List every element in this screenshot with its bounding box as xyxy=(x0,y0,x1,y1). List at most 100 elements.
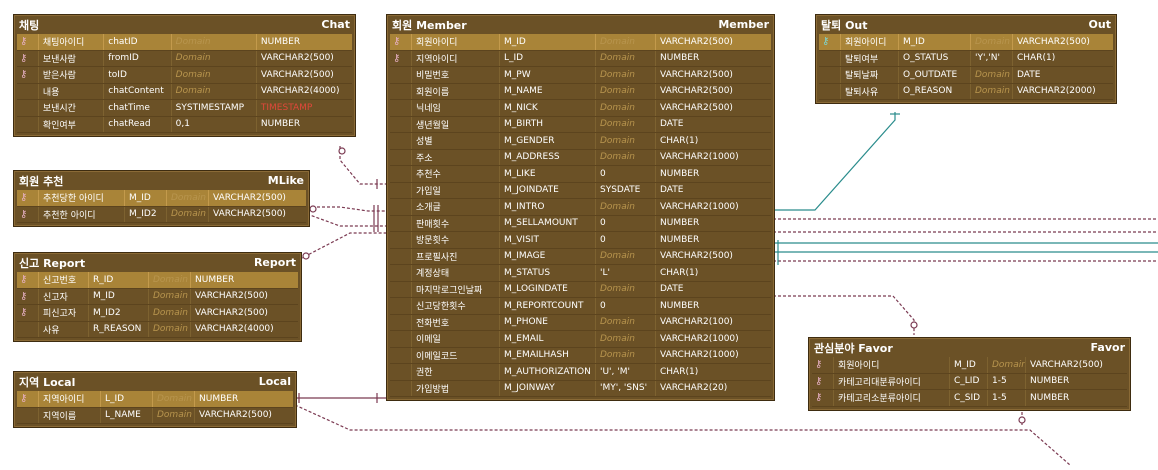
column-row[interactable]: ⚷ 회원아이디 M_ID Domain VARCHAR2(500) xyxy=(812,357,1127,374)
column-type: VARCHAR2(500) xyxy=(213,192,286,203)
entity-logical-name: 관심분야 Favor xyxy=(814,341,893,355)
column-type: VARCHAR2(500) xyxy=(1030,359,1103,370)
column-row[interactable]: 사유 R_REASON Domain VARCHAR2(4000) xyxy=(17,321,298,338)
column-type: VARCHAR2(100) xyxy=(660,317,733,328)
column-type: DATE xyxy=(1017,69,1041,80)
column-logical: 탈퇴여부 xyxy=(841,50,899,66)
column-row[interactable]: ⚷ 카테고리소분류아이디 C_SID 1-5 NUMBER xyxy=(812,390,1127,407)
column-type: VARCHAR2(500) xyxy=(660,36,733,47)
column-row[interactable]: ⚷ 신고자 M_ID Domain VARCHAR2(500) xyxy=(17,288,298,305)
key-icon: ⚷ xyxy=(812,357,834,373)
column-physical: C_LID xyxy=(950,373,988,389)
column-row[interactable]: ⚷ 피신고자 M_ID2 Domain VARCHAR2(500) xyxy=(17,305,298,322)
column-row[interactable]: 탈퇴사유 O_REASON Domain VARCHAR2(2000) xyxy=(819,83,1113,100)
key-icon: ⚷ xyxy=(17,190,39,206)
column-row[interactable]: ⚷ 추천한 아이디 M_ID2 Domain VARCHAR2(500) xyxy=(17,206,306,223)
entity-out[interactable]: 탈퇴 Out Out ⚷ 회원아이디 M_ID Domain VARCHAR2(… xyxy=(815,14,1117,104)
column-logical: 권한 xyxy=(412,364,500,380)
column-row[interactable]: ⚷ 카테고리대분류아이디 C_LID 1-5 NUMBER xyxy=(812,373,1127,390)
column-logical: 탈퇴날짜 xyxy=(841,67,899,83)
column-physical: M_AUTHORIZATION xyxy=(500,364,596,380)
column-row[interactable]: ⚷ 회원아이디 M_ID Domain VARCHAR2(500) xyxy=(819,34,1113,51)
column-physical: O_REASON xyxy=(899,83,971,99)
column-row[interactable]: 확인여부 chatRead 0,1 NUMBER xyxy=(17,116,352,133)
column-row[interactable]: ⚷ 지역아이디 L_ID Domain NUMBER xyxy=(17,391,293,408)
column-domain: Domain xyxy=(153,391,195,407)
column-row[interactable]: 탈퇴여부 O_STATUS 'Y','N' CHAR(1) xyxy=(819,50,1113,67)
entity-local[interactable]: 지역 Local Local ⚷ 지역아이디 L_ID Domain NUMBE… xyxy=(13,371,297,428)
column-logical: 채팅아이디 xyxy=(39,34,105,50)
column-type: NUMBER xyxy=(660,168,700,179)
column-physical: M_JOINWAY xyxy=(500,380,596,396)
key-icon: ⚷ xyxy=(812,373,834,389)
column-row[interactable]: 지역이름 L_NAME Domain VARCHAR2(500) xyxy=(17,407,293,424)
column-physical: M_GENDER xyxy=(500,133,596,149)
column-row[interactable]: ⚷ 신고번호 R_ID Domain NUMBER xyxy=(17,272,298,289)
column-row[interactable]: ⚷ 받은사람 toID Domain VARCHAR2(500) xyxy=(17,67,352,84)
column-domain: Domain xyxy=(596,100,656,116)
entity-logical-name: 회원 추천 xyxy=(19,174,64,188)
rel-mlike-member-1 xyxy=(307,206,386,212)
column-row[interactable]: 탈퇴날짜 O_OUTDATE Domain DATE xyxy=(819,67,1113,84)
entity-mlike[interactable]: 회원 추천 MLike ⚷ 추천당한 아이디 M_ID Domain VARCH… xyxy=(13,170,310,227)
column-physical: M_ID xyxy=(125,190,167,206)
column-logical: 지역아이디 xyxy=(39,391,101,407)
column-row[interactable]: ⚷ 채팅아이디 chatID Domain NUMBER xyxy=(17,34,352,51)
column-logical: 생년월일 xyxy=(412,116,500,132)
column-physical: R_ID xyxy=(89,272,149,288)
entity-chat[interactable]: 채팅 Chat ⚷ 채팅아이디 chatID Domain NUMBER ⚷ 보… xyxy=(13,14,356,137)
column-domain: Domain xyxy=(596,67,656,83)
entity-report[interactable]: 신고 Report Report ⚷ 신고번호 R_ID Domain NUMB… xyxy=(13,252,302,342)
rel-report-member xyxy=(299,232,386,260)
column-physical: M_LIKE xyxy=(500,166,596,182)
column-physical: M_EMAIL xyxy=(500,331,596,347)
column-logical: 신고번호 xyxy=(39,272,89,288)
entity-favor[interactable]: 관심분야 Favor Favor ⚷ 회원아이디 M_ID Domain VAR… xyxy=(808,337,1131,411)
column-physical: M_PW xyxy=(500,67,596,83)
column-row[interactable]: 보낸시간 chatTime SYSTIMESTAMP TIMESTAMP xyxy=(17,100,352,117)
column-physical: M_ID xyxy=(89,288,149,304)
column-type: VARCHAR2(500) xyxy=(660,102,733,113)
column-domain: Domain xyxy=(167,206,209,222)
column-type: NUMBER xyxy=(199,393,239,404)
column-logical: 보낸시간 xyxy=(39,100,105,116)
column-domain: Domain xyxy=(172,83,257,99)
column-type: NUMBER xyxy=(660,218,700,229)
column-default: 'Y','N' xyxy=(971,50,1013,66)
column-type: VARCHAR2(20) xyxy=(660,383,728,394)
column-physical: M_NAME xyxy=(500,83,596,99)
column-row[interactable]: ⚷ 추천당한 아이디 M_ID Domain VARCHAR2(500) xyxy=(17,190,306,207)
column-row[interactable]: 내용 chatContent Domain VARCHAR2(4000) xyxy=(17,83,352,100)
column-type: NUMBER xyxy=(660,53,700,64)
column-type: NUMBER xyxy=(195,274,235,285)
column-row[interactable]: ⚷ 보낸사람 fromID Domain VARCHAR2(500) xyxy=(17,50,352,67)
column-type: VARCHAR2(4000) xyxy=(260,86,340,97)
column-domain: Domain xyxy=(149,305,191,321)
column-type: VARCHAR2(500) xyxy=(660,251,733,262)
column-default: 1-5 xyxy=(988,373,1026,389)
column-type: VARCHAR2(1000) xyxy=(660,201,739,212)
